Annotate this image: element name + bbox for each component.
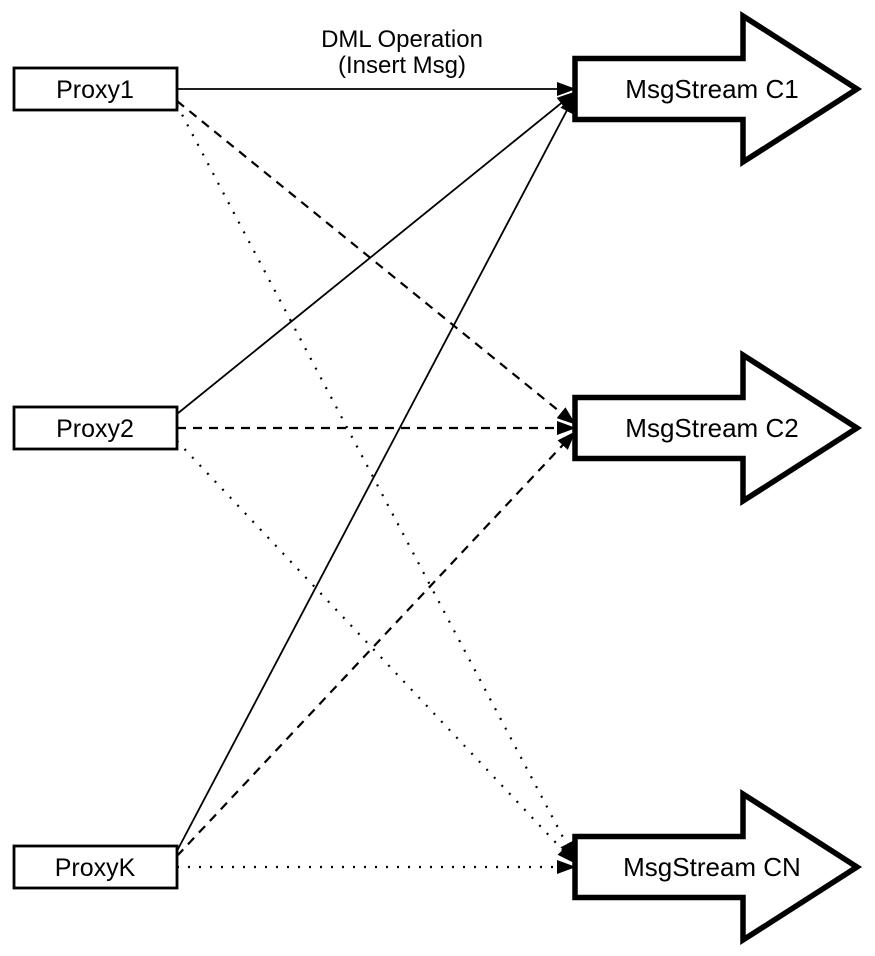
msgstream-c2-arrow bbox=[572, 349, 863, 507]
annotation-line1: DML Operation bbox=[321, 26, 483, 53]
proxy1-label: Proxy1 bbox=[56, 76, 134, 104]
proxy2-box bbox=[12, 405, 179, 451]
proxyk-label: ProxyK bbox=[55, 854, 136, 882]
proxy2-label: Proxy2 bbox=[56, 415, 134, 443]
annotation: DML Operation (Insert Msg) bbox=[321, 26, 483, 79]
edge-proxyk-msgstream-c1 bbox=[176, 94, 576, 852]
edge-proxy1-msgstream-cn bbox=[176, 104, 576, 861]
edge-proxy2-msgstream-c1 bbox=[176, 91, 576, 415]
msgstream-c1-arrow bbox=[572, 10, 863, 168]
edge-proxyk-msgstream-c2 bbox=[176, 431, 576, 857]
msgstream-node-c2: MsgStream C2 bbox=[572, 349, 863, 507]
proxy-node-k: ProxyK bbox=[12, 844, 179, 890]
edge-proxy1-msgstream-c2 bbox=[176, 100, 576, 425]
edges bbox=[176, 82, 576, 874]
msgstream-c2-label: MsgStream C2 bbox=[625, 413, 798, 443]
msgstream-node-c1: MsgStream C1 bbox=[572, 10, 863, 168]
msgstream-cn-label: MsgStream CN bbox=[623, 852, 801, 882]
proxy-node-2: Proxy2 bbox=[12, 405, 179, 451]
proxyk-box bbox=[12, 844, 179, 890]
msgstream-node-cn: MsgStream CN bbox=[572, 788, 863, 946]
proxy1-box bbox=[12, 66, 179, 112]
proxy-node-1: Proxy1 bbox=[12, 66, 179, 112]
annotation-line2: (Insert Msg) bbox=[338, 52, 466, 79]
msgstream-c1-label: MsgStream C1 bbox=[625, 74, 798, 104]
edge-proxy2-msgstream-cn bbox=[176, 440, 576, 864]
msgstream-cn-arrow bbox=[572, 788, 863, 946]
